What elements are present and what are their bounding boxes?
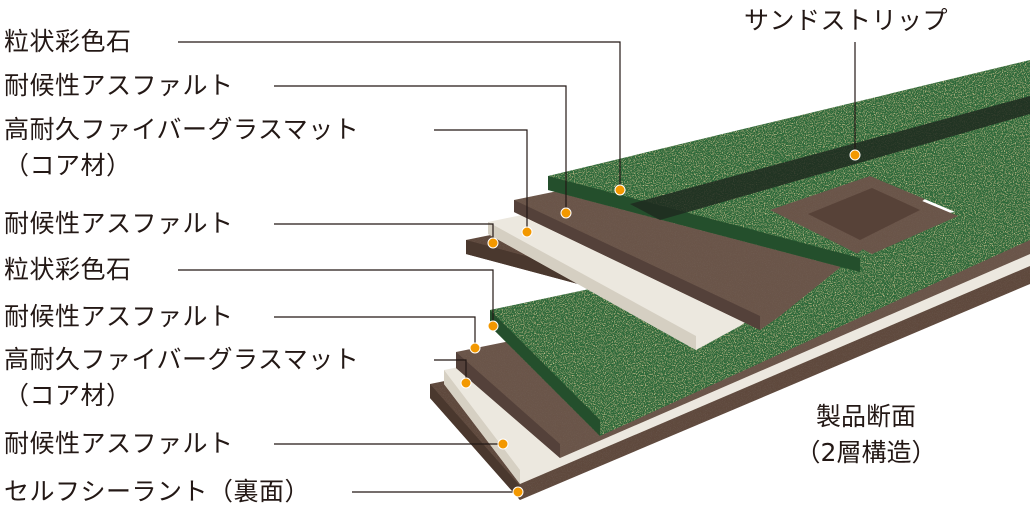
marker-7 bbox=[460, 377, 472, 389]
marker-4 bbox=[487, 237, 499, 249]
leader-line-2 bbox=[274, 85, 567, 213]
leader-line-7 bbox=[434, 359, 467, 383]
marker-1 bbox=[614, 184, 626, 196]
leader-line-3 bbox=[434, 129, 528, 232]
caption-product-section: 製品断面 bbox=[815, 402, 916, 431]
sand-strip-band bbox=[630, 96, 1030, 220]
leader-line-5 bbox=[178, 269, 494, 326]
label-asphalt-1: 耐候性アスファルト bbox=[4, 71, 234, 100]
caption-two-layer: （2層構造） bbox=[795, 438, 937, 467]
marker-6 bbox=[469, 342, 481, 354]
label-fiberglass-2: 高耐久ファイバーグラスマット bbox=[4, 345, 360, 374]
leader-lines bbox=[178, 41, 856, 493]
label-sand-strip: サンドストリップ bbox=[744, 6, 949, 35]
label-asphalt-4: 耐候性アスファルト bbox=[4, 429, 234, 458]
label-granules-2: 粒状彩色石 bbox=[4, 255, 132, 284]
marker-2 bbox=[560, 207, 572, 219]
marker-3 bbox=[521, 226, 533, 238]
label-core-1: （コア材） bbox=[4, 151, 132, 180]
label-asphalt-3: 耐候性アスファルト bbox=[4, 302, 234, 331]
label-self-sealant: セルフシーラント（裏面） bbox=[4, 477, 311, 506]
marker-8 bbox=[497, 438, 509, 450]
leader-line-4 bbox=[274, 223, 494, 243]
label-fiberglass-1: 高耐久ファイバーグラスマット bbox=[4, 115, 360, 144]
label-granules-1: 粒状彩色石 bbox=[4, 27, 132, 56]
label-core-2: （コア材） bbox=[4, 381, 132, 410]
leader-line-1 bbox=[178, 41, 621, 190]
label-asphalt-2: 耐候性アスファルト bbox=[4, 209, 234, 238]
upper-shingle bbox=[466, 60, 1030, 350]
marker-sand bbox=[849, 149, 861, 161]
markers bbox=[460, 149, 861, 498]
marker-5 bbox=[487, 320, 499, 332]
leader-line-6 bbox=[274, 316, 476, 348]
marker-9 bbox=[512, 486, 524, 498]
